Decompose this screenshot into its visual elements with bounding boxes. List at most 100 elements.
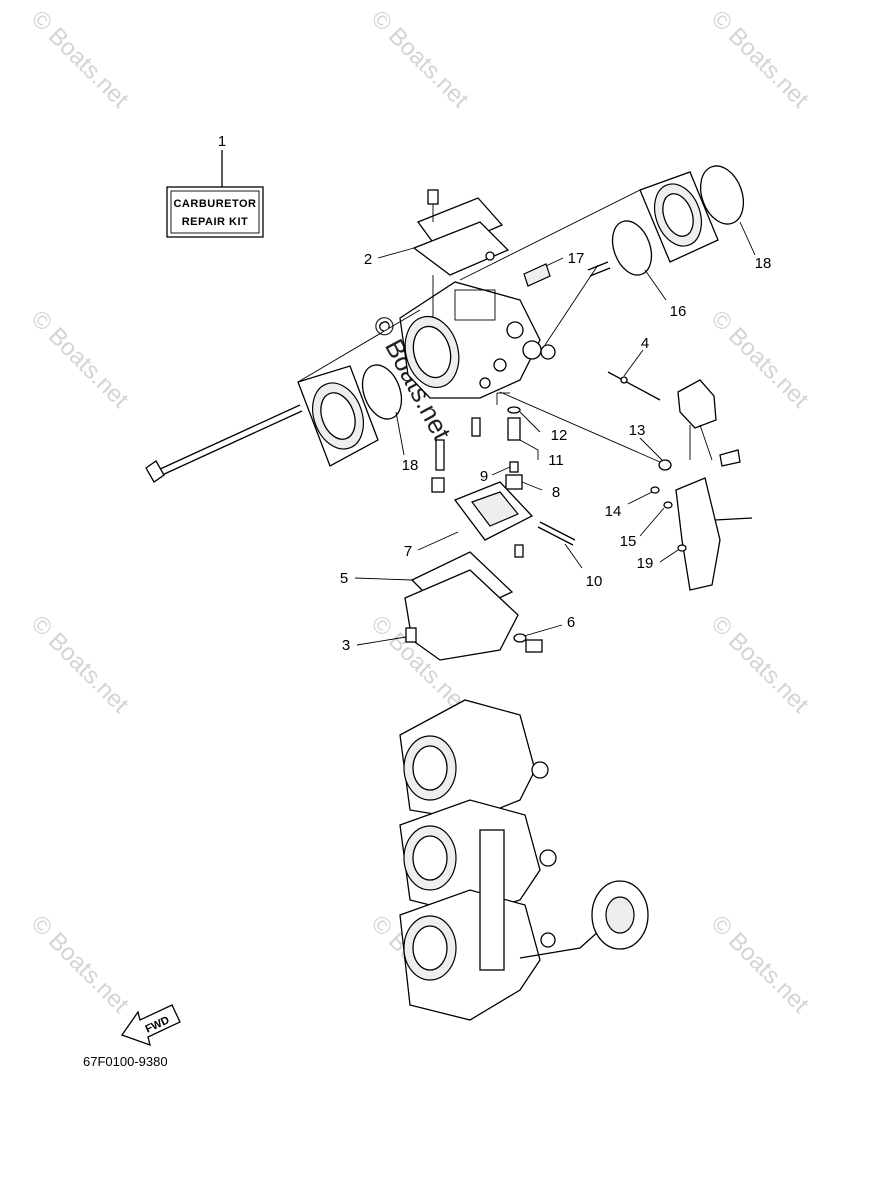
enricher-assembly	[650, 379, 753, 591]
leader-line	[519, 439, 539, 460]
carb-throat-inner	[412, 835, 448, 881]
left-flange	[297, 364, 403, 467]
pilot-screw	[587, 261, 609, 271]
leader-line	[659, 549, 679, 563]
gasket-2	[412, 221, 510, 276]
main-jet-11	[507, 417, 521, 441]
assembly-line	[297, 309, 421, 383]
carburetor-stack	[399, 699, 649, 1021]
kit-label-line2: REPAIR KIT	[182, 216, 249, 228]
callout-4: 4	[641, 335, 649, 352]
o-ring-12	[507, 406, 521, 414]
pilot-screw	[589, 267, 611, 277]
right-flange	[297, 165, 745, 383]
leader-line	[356, 636, 407, 646]
linkage-joint	[531, 761, 549, 779]
gasket-hole	[485, 251, 495, 261]
watermark: © Boats.net	[706, 5, 814, 113]
pin-10	[537, 526, 574, 546]
cover-screw	[427, 189, 439, 205]
bolt-shaft	[157, 404, 301, 471]
drain-screw-6	[525, 639, 543, 653]
callout-11: 11	[548, 452, 564, 469]
plug-8	[505, 474, 523, 490]
watermark: © Boats.net	[706, 610, 814, 718]
leader-lines	[354, 221, 756, 646]
o-ring-18-right	[699, 165, 745, 225]
callout-1: 1	[218, 133, 226, 150]
callout-7: 7	[404, 543, 412, 560]
leader-line	[491, 466, 511, 476]
repair-kit-box: CARBURETOR REPAIR KIT	[166, 150, 264, 238]
leader-line	[639, 507, 665, 537]
assembly-line	[544, 264, 599, 346]
plunger-body	[675, 477, 721, 591]
callout-15: 15	[620, 533, 637, 550]
leader-line	[377, 247, 415, 259]
bolt-head	[145, 460, 165, 483]
o-ring-18-left	[361, 364, 403, 420]
callout-18-left: 18	[402, 457, 419, 474]
linkage-joint	[539, 849, 557, 867]
leader-line	[739, 221, 756, 256]
fwd-arrow-icon	[120, 1004, 181, 1047]
pin-10	[539, 521, 576, 541]
o-ring-16	[611, 220, 653, 276]
callout-9: 9	[480, 468, 488, 485]
leader-line	[545, 257, 564, 267]
callout-labels: 1 2 3 4 5 6 7 8 9 10 11 12 13 14 15 16 1…	[218, 133, 772, 654]
o-ring-4	[620, 376, 628, 384]
leader-line	[644, 269, 667, 301]
callout-5: 5	[340, 570, 348, 587]
jet-stem	[435, 439, 445, 471]
watermark: © Boats.net	[706, 910, 814, 1018]
leader-line	[417, 531, 459, 551]
diagram-code: 67F0100-9380	[83, 1054, 168, 1069]
callout-17: 17	[568, 250, 585, 267]
enricher-rod	[479, 829, 505, 971]
watermark: © Boats.net	[26, 305, 134, 413]
o-ring-14	[650, 486, 660, 494]
filter-17	[523, 263, 551, 287]
watermark: © Boats.net	[26, 610, 134, 718]
callout-8: 8	[552, 484, 560, 501]
callout-13: 13	[629, 422, 646, 439]
wire	[699, 424, 713, 461]
callout-6: 6	[567, 614, 575, 631]
body-fitting	[506, 321, 524, 339]
body-fitting	[479, 377, 491, 389]
bowl-screw-3	[405, 627, 417, 643]
watermark: © Boats.net	[366, 5, 474, 113]
o-ring-6	[513, 633, 527, 643]
o-ring-13	[658, 459, 672, 471]
jet-9	[509, 461, 519, 473]
fwd-arrow: FWD	[120, 1004, 181, 1047]
body-fitting	[540, 344, 556, 360]
clip	[719, 449, 741, 467]
body-fitting	[522, 340, 542, 360]
plunger-cap	[677, 379, 717, 429]
carb-throat-inner	[412, 925, 448, 971]
top-chamber	[454, 289, 496, 321]
mounting-screw	[714, 517, 753, 521]
o-ring-15	[663, 501, 673, 509]
bowl-screw	[514, 544, 524, 558]
leader-line	[395, 411, 405, 456]
callout-19: 19	[637, 555, 654, 572]
callout-10: 10	[586, 573, 603, 590]
flange-bore-inner	[320, 392, 356, 440]
throat-inner	[412, 325, 452, 379]
diaphragm-center	[605, 896, 635, 934]
leader-line	[523, 624, 563, 637]
kit-outer-border	[166, 186, 264, 238]
callout-18-right: 18	[755, 255, 772, 272]
callout-12: 12	[551, 427, 568, 444]
leader-line	[521, 481, 543, 491]
callout-14: 14	[605, 503, 622, 520]
watermark: © Boats.net	[26, 5, 134, 113]
leader-line	[623, 349, 644, 377]
carburetor-body	[399, 281, 556, 399]
leader-line	[564, 543, 583, 569]
leader-line	[639, 437, 663, 461]
